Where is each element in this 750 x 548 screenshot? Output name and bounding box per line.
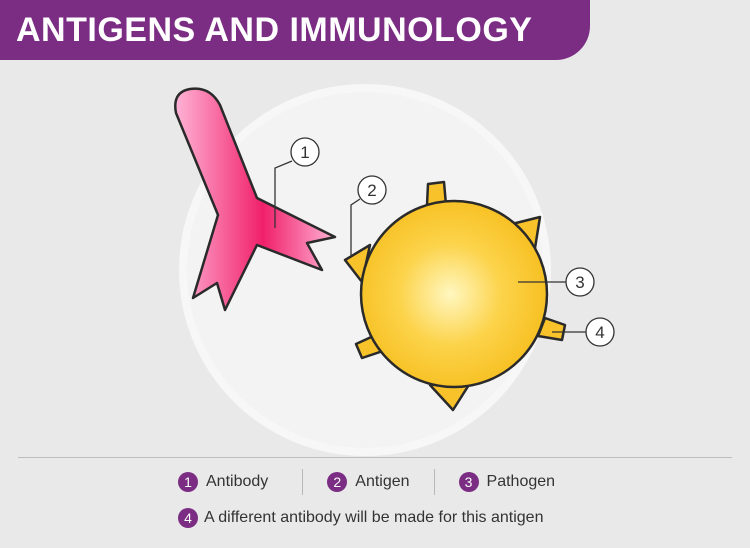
legend-badge: 1	[178, 472, 198, 492]
legend-label-pathogen: Pathogen	[486, 473, 556, 490]
legend-label-antigen: Antigen	[355, 473, 410, 490]
antibody	[174, 87, 337, 312]
legend-badge: 2	[327, 472, 348, 492]
legend-badge: 4	[178, 508, 198, 528]
svg-text:1: 1	[300, 143, 309, 162]
title-banner: ANTIGENS AND IMMUNOLOGY	[0, 0, 590, 60]
legend-row-2: 4 A different antibody will be made for …	[178, 508, 543, 528]
legend-separator	[433, 469, 435, 495]
svg-text:4: 4	[595, 323, 604, 342]
legend-label-antibody: Antibody	[206, 473, 269, 490]
page-title: ANTIGENS AND IMMUNOLOGY	[16, 11, 533, 49]
divider	[18, 457, 732, 458]
callout-1: 1	[290, 137, 320, 167]
callout-4: 4	[585, 317, 615, 347]
legend-badge: 3	[458, 472, 479, 492]
pathogen	[343, 180, 567, 412]
callout-lines	[274, 160, 586, 333]
legend-separator	[302, 469, 304, 495]
legend-row-1: 1 Antibody 2 Antigen 3 Pathogen	[178, 469, 555, 495]
legend-label-different-antibody: A different antibody will be made for th…	[204, 509, 544, 526]
callout-3: 3	[565, 267, 595, 297]
svg-text:2: 2	[367, 181, 376, 200]
callout-2: 2	[357, 175, 387, 205]
svg-text:3: 3	[575, 273, 584, 292]
